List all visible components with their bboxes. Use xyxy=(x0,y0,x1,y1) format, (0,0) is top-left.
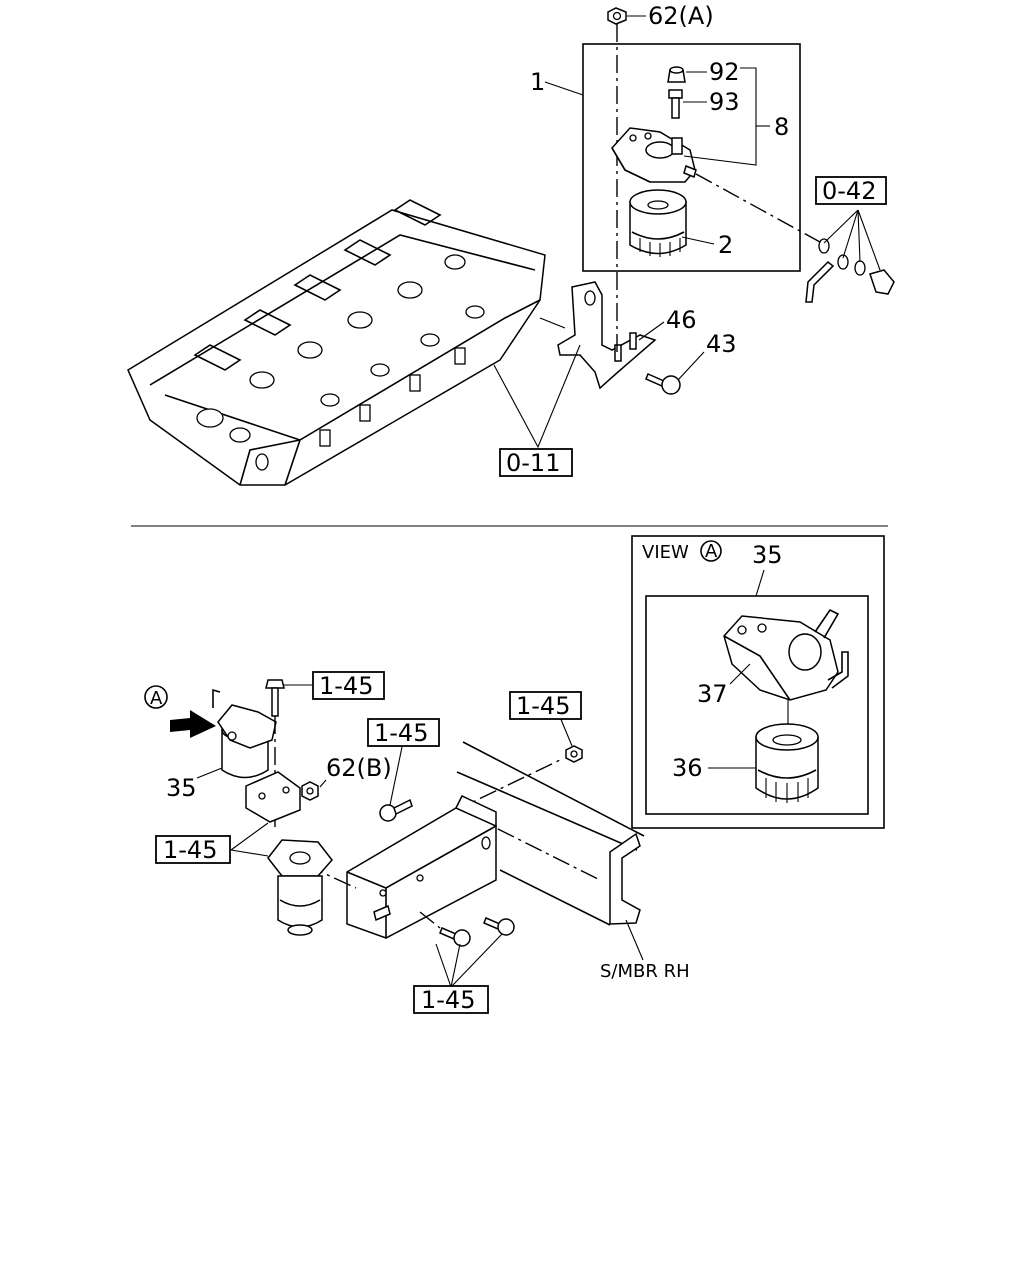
nut-62b xyxy=(301,781,319,801)
ref-1-45-bracket: 1-45 xyxy=(163,836,217,864)
filter-small-bracket xyxy=(245,771,301,823)
callout-92: 92 xyxy=(709,58,740,86)
filter-assembly-35 xyxy=(212,688,277,779)
view-a-inner-frame xyxy=(645,595,869,815)
ref-box-0-42 xyxy=(815,176,887,205)
ref-1-45-bottom: 1-45 xyxy=(421,986,475,1014)
callout-93: 93 xyxy=(709,88,740,116)
callout-35: 35 xyxy=(166,774,197,802)
ref-box-1-45-bracket xyxy=(155,835,231,864)
ref-box-1-45-bottom xyxy=(413,985,489,1014)
view-a-title: VIEW xyxy=(642,542,689,563)
mounting-bracket-lower xyxy=(305,795,497,939)
view-a-callout-36: 36 xyxy=(672,754,703,782)
view-a-outer-frame xyxy=(631,535,885,829)
fuel-pipe-group xyxy=(695,173,895,303)
ref-0-42: 0-42 xyxy=(822,177,876,205)
stud-46 xyxy=(614,332,637,362)
callout-2: 2 xyxy=(718,231,733,259)
filter-element-2 xyxy=(629,189,687,257)
screw-93 xyxy=(668,89,683,119)
ref-box-1-45-screw xyxy=(367,718,440,747)
ref-1-45-screw: 1-45 xyxy=(374,719,428,747)
view-a-marker-circle xyxy=(144,685,168,709)
view-a-title-letter: A xyxy=(705,541,718,562)
ref-0-11: 0-11 xyxy=(506,449,560,477)
ref-1-45-nut: 1-45 xyxy=(516,692,570,720)
callout-43: 43 xyxy=(706,330,737,358)
view-a-marker: A xyxy=(150,688,163,709)
mounting-bracket-upper xyxy=(539,281,657,390)
callout-62a: 62(A) xyxy=(648,2,714,30)
leader-lines-upper xyxy=(493,15,770,449)
leader-lines-lower xyxy=(196,684,644,988)
view-a-callout-37: 37 xyxy=(697,680,728,708)
cylinder-head xyxy=(127,199,546,486)
sidemember-label: S/MBR RH xyxy=(600,961,690,982)
water-separator xyxy=(267,839,333,936)
callout-62b: 62(B) xyxy=(326,754,392,782)
view-arrow-icon xyxy=(170,710,216,738)
bracket-bolts xyxy=(419,911,515,947)
nut-62a xyxy=(607,7,627,25)
ref-box-1-45-nut xyxy=(509,691,582,720)
ref-1-45-bolt: 1-45 xyxy=(319,672,373,700)
callout-8: 8 xyxy=(774,113,789,141)
ref-box-1-45-bolt xyxy=(312,671,385,700)
view-a-callout-35: 35 xyxy=(752,541,783,569)
assembly-1-box xyxy=(582,43,801,272)
nut-1-45 xyxy=(565,745,583,763)
bolt-43 xyxy=(645,373,681,395)
bracket-top-bolt xyxy=(379,798,413,822)
callout-46: 46 xyxy=(666,306,697,334)
filter-mount-bolt xyxy=(265,679,285,717)
view-a-inset: VIEW A 35 37 36 xyxy=(631,535,885,829)
ref-box-0-11 xyxy=(499,448,573,477)
plug-92 xyxy=(667,66,686,83)
callout-1: 1 xyxy=(530,68,545,96)
view-a-title-circle xyxy=(700,540,722,562)
filter-head-8 xyxy=(611,127,697,183)
